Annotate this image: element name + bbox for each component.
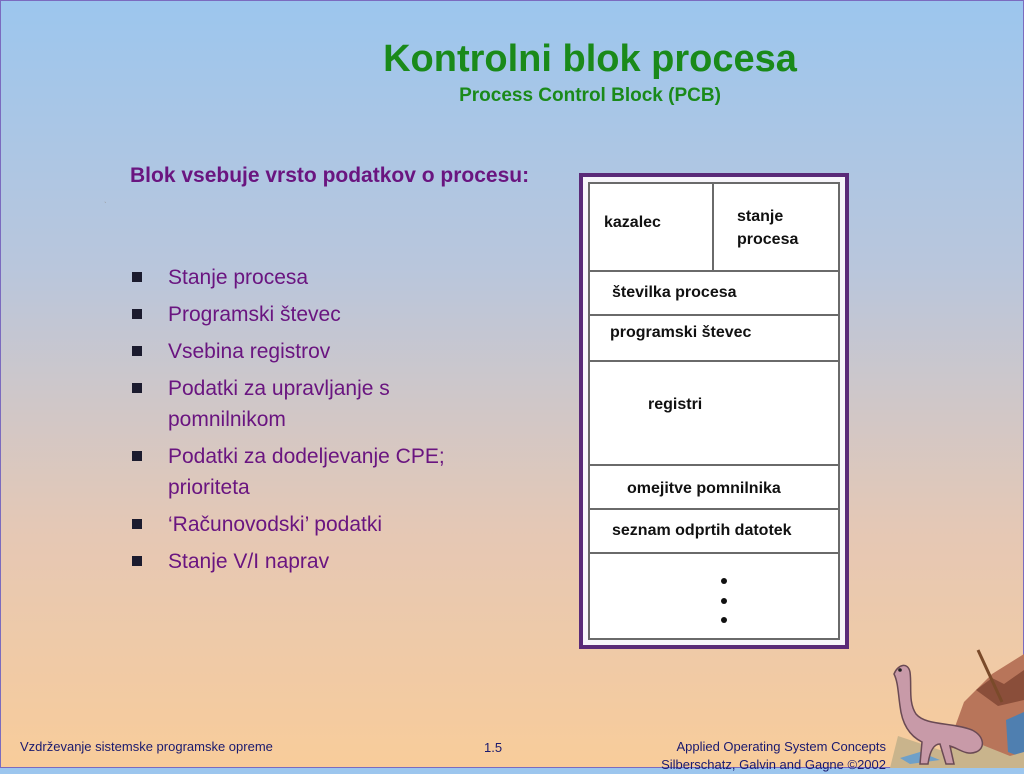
square-bullet-icon	[132, 451, 142, 461]
slide-subtitle: Process Control Block (PCB)	[459, 85, 721, 106]
bullet-list: Stanje procesa Programski števec Vsebina…	[130, 262, 490, 583]
pcb-row-memory-limits: omejitve pomnilnika	[590, 466, 838, 510]
footer-credit: Applied Operating System Concepts Silber…	[610, 738, 886, 774]
pcb-table: kazalec stanje procesa številka procesa …	[588, 182, 840, 640]
bullet-text: Stanje V/I naprav	[168, 550, 330, 573]
pcb-row-open-files: seznam odprtih datotek	[590, 510, 838, 554]
square-bullet-icon	[132, 519, 142, 529]
pcb-row-program-counter: programski števec	[590, 316, 838, 362]
slide-title: Kontrolni blok procesa	[383, 38, 797, 80]
bullet-item: Vsebina registrov	[130, 336, 490, 367]
pcb-column-divider	[712, 184, 714, 270]
bullet-item: Stanje V/I naprav	[130, 546, 490, 577]
bullet-text: Vsebina registrov	[168, 340, 331, 363]
bullet-text: Programski števec	[168, 303, 341, 326]
pcb-process-number-label: številka procesa	[612, 284, 737, 301]
bullet-item: Podatki za dodeljevanje CPE; prioriteta	[130, 441, 490, 503]
footer-course: Vzdrževanje sistemske programske opreme	[20, 739, 273, 754]
pcb-row-pointer-state: kazalec stanje procesa	[590, 184, 838, 272]
square-bullet-icon	[132, 309, 142, 319]
pcb-registers-label: registri	[648, 396, 703, 413]
square-bullet-icon	[132, 556, 142, 566]
bullet-text: Podatki za dodeljevanje CPE; prioriteta	[168, 445, 445, 499]
page-number: 1.5	[484, 740, 503, 755]
pcb-diagram: kazalec stanje procesa številka procesa …	[579, 173, 849, 649]
pcb-row-continuation	[590, 554, 838, 644]
square-bullet-icon	[132, 272, 142, 282]
square-bullet-icon	[132, 383, 142, 393]
pcb-state-label-line1: stanje	[737, 208, 784, 225]
dinosaur-illustration-icon	[890, 649, 1024, 768]
pcb-row-process-number: številka procesa	[590, 272, 838, 316]
bullet-item: ‘Računovodski’ podatki	[130, 509, 490, 540]
bullet-text: Podatki za upravljanje s pomnilnikom	[168, 377, 390, 431]
footer-book-authors: Silberschatz, Galvin and Gagne ©2002	[661, 757, 886, 772]
footer-book-title: Applied Operating System Concepts	[676, 739, 886, 754]
intro-text: Blok vsebuje vrsto podatkov o procesu:	[130, 164, 530, 187]
pcb-program-counter-label: programski števec	[610, 324, 752, 341]
bullet-text: Stanje procesa	[168, 266, 309, 289]
pcb-row-registers: registri	[590, 362, 838, 466]
square-bullet-icon	[132, 346, 142, 356]
stray-mark: `	[104, 201, 107, 210]
pcb-memory-limits-label: omejitve pomnilnika	[627, 480, 781, 497]
pcb-pointer-label: kazalec	[604, 214, 661, 231]
pcb-state-label-line2: procesa	[737, 231, 799, 248]
bullet-item: Podatki za upravljanje s pomnilnikom	[130, 373, 490, 435]
pcb-open-files-label: seznam odprtih datotek	[612, 522, 792, 539]
bullet-item: Programski števec	[130, 299, 490, 330]
bullet-text: ‘Računovodski’ podatki	[168, 513, 383, 536]
bullet-item: Stanje procesa	[130, 262, 490, 293]
